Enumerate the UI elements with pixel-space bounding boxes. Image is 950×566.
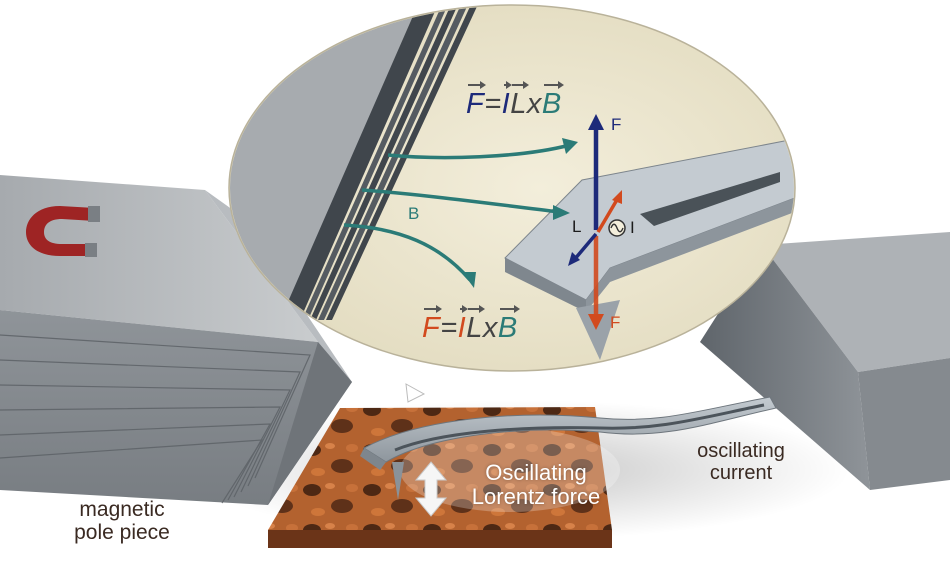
magnet-icon [26, 206, 100, 257]
right-pole-piece [700, 232, 950, 490]
pole-piece-label: magnetic pole piece [74, 498, 170, 545]
current-label: I [630, 218, 635, 237]
field-label-B: B [408, 204, 420, 223]
pole-layer-stripes [280, 6, 480, 320]
eq-top-B: B [541, 81, 564, 120]
b-field-arrows [343, 143, 571, 282]
length-label: L [572, 217, 582, 236]
lorentz-equation-bottom: F=ILxB [422, 305, 520, 345]
eq-bot-equals: = [440, 312, 458, 344]
eq-bot-F: F [422, 305, 443, 344]
lorentz-force-label: Oscillating Lorentz force [471, 460, 601, 510]
eq-bot-x: x [482, 312, 498, 344]
ac-source-icon [608, 219, 626, 237]
force-label-bottom: F [610, 313, 621, 332]
oscillating-current-label: oscillating current [697, 440, 785, 484]
eq-top-I: I [501, 81, 512, 120]
double-arrow-icon [414, 461, 448, 517]
eq-top-x: x [526, 88, 542, 120]
eq-top-equals: = [484, 88, 502, 120]
l-direction-arrow [572, 232, 598, 262]
magnified-view [228, 4, 796, 372]
force-label-top: F [611, 115, 622, 134]
eq-top-L: L [510, 81, 529, 120]
eq-bot-I: I [457, 305, 468, 344]
lorentz-equation-top: F=ILxB [466, 81, 564, 121]
motion-arrow-head [405, 383, 426, 403]
eq-bot-B: B [497, 305, 520, 344]
cantilever-main [360, 396, 777, 500]
eq-bot-L: L [466, 305, 485, 344]
sample-surface [268, 407, 620, 548]
current-arrow [596, 197, 620, 233]
eq-top-F: F [466, 81, 487, 120]
